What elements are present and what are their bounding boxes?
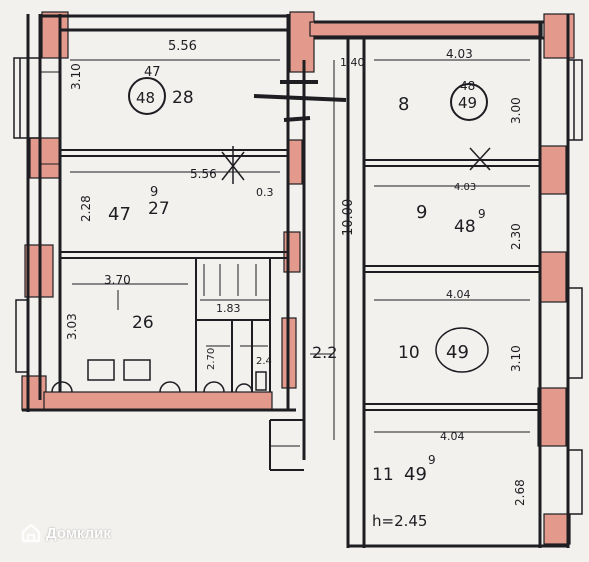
room-9-area: 48 xyxy=(454,217,476,237)
room-27-height: 2.28 xyxy=(79,195,93,222)
partitions xyxy=(60,149,540,471)
room-28-width: 5.56 xyxy=(168,39,197,54)
room-8-circled: 49 xyxy=(458,94,477,112)
corridor-markers xyxy=(253,80,347,122)
room-27-prefix: 47 xyxy=(108,204,131,225)
watermark-text: Домклик xyxy=(46,524,111,542)
circle-marks xyxy=(128,77,488,121)
room-11-sup: 9 xyxy=(428,453,436,467)
house-logo-icon xyxy=(21,523,41,543)
watermark: Домклик xyxy=(20,522,111,544)
room-9-sup: 9 xyxy=(478,207,486,221)
room-10-circled: 49 xyxy=(446,342,469,363)
room-27-extra: 0.3 xyxy=(256,186,274,199)
room-26-number: 26 xyxy=(132,313,154,333)
room-28: 5.56 47 48 28 3.10 xyxy=(69,39,197,108)
corridor-value: 2.2 xyxy=(312,343,337,362)
room-10: 4.04 10 49 3.10 xyxy=(398,288,523,372)
corridor-length: 10.00 xyxy=(341,199,356,236)
room-26-sub1: 1.83 xyxy=(216,302,241,315)
room-8-width: 4.03 xyxy=(446,47,473,61)
dimension-lines xyxy=(40,59,530,447)
room-26-sub2: 2.70 xyxy=(206,348,217,370)
room-28-circled: 48 xyxy=(136,89,155,107)
corridor: 1.40 10.00 2.2 xyxy=(312,56,365,362)
room-11: 4.04 11 49 9 2.68 h=2.45 xyxy=(372,430,527,530)
room-9-width: 4.03 xyxy=(454,182,476,193)
room-28-scribble: 47 xyxy=(144,65,161,80)
room-11-number: 11 xyxy=(372,465,394,485)
room-10-height: 3.10 xyxy=(509,345,523,372)
room-27-width: 5.56 xyxy=(190,167,217,181)
room-8-height: 3.00 xyxy=(509,97,523,124)
fixtures xyxy=(51,327,489,393)
room-11-area: 49 xyxy=(404,464,427,485)
room-8-number: 8 xyxy=(398,94,409,115)
room-26-height: 3.03 xyxy=(65,313,79,340)
room-26: 3.70 3.03 26 1.83 2.70 2.4 xyxy=(65,273,272,370)
windows xyxy=(13,57,583,515)
corridor-width: 1.40 xyxy=(340,56,365,69)
room-9: 4.03 9 48 9 2.30 xyxy=(416,182,523,250)
room-11-height: 2.68 xyxy=(513,479,527,506)
room-9-height: 2.30 xyxy=(509,223,523,250)
room-28-number: 28 xyxy=(172,88,194,108)
room-27-number: 27 xyxy=(148,199,170,219)
room-28-height: 3.10 xyxy=(69,63,83,90)
room-27: 5.56 2.28 47 9 27 0.3 xyxy=(79,167,274,225)
room-26-sub3: 2.4 xyxy=(256,356,272,367)
room-10-width: 4.04 xyxy=(446,288,471,301)
room-27-sup: 9 xyxy=(150,185,158,200)
room-11-ceiling: h=2.45 xyxy=(372,512,427,530)
room-10-number: 10 xyxy=(398,343,420,363)
room-26-width: 3.70 xyxy=(104,273,131,287)
room-8: 4.03 48 8 49 3.00 xyxy=(398,47,523,124)
room-8-scribble: 48 xyxy=(460,79,475,93)
asterisk-mark xyxy=(221,146,491,184)
room-9-number: 9 xyxy=(416,202,427,223)
room-11-width: 4.04 xyxy=(440,430,465,443)
